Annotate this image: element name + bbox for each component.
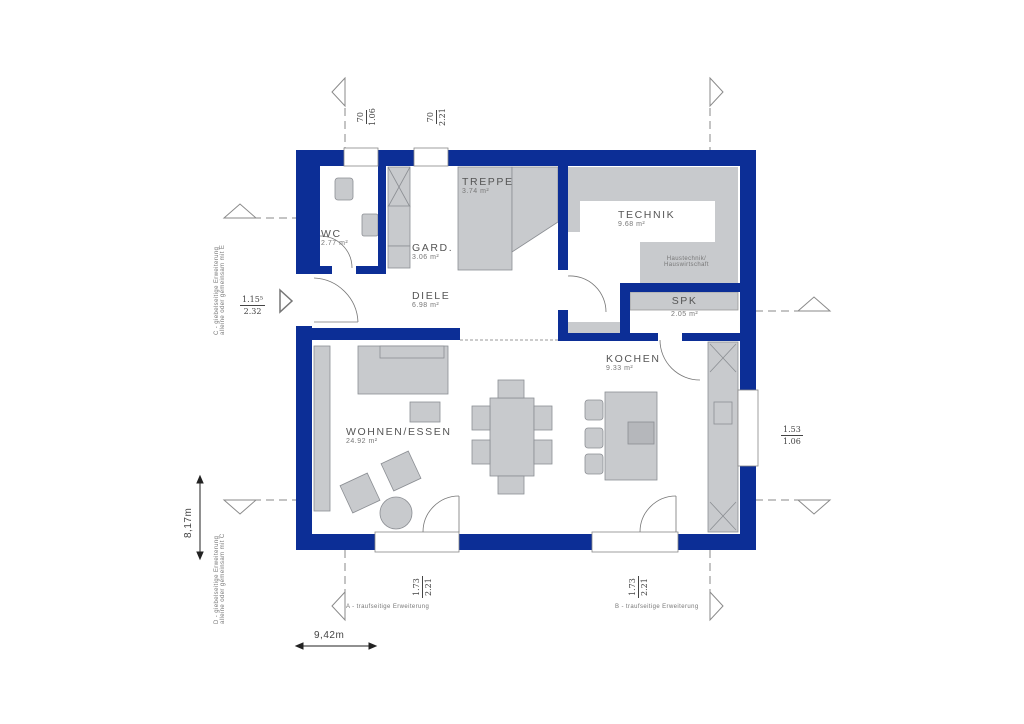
window xyxy=(737,389,759,467)
room-kochen: KOCHEN 9.33 m² xyxy=(606,353,661,372)
section-marker-icon xyxy=(796,296,832,312)
room-name: KOCHEN xyxy=(606,353,661,365)
room-name: TREPPE xyxy=(462,176,514,188)
section-marker-icon xyxy=(709,76,724,108)
section-marker-icon xyxy=(222,203,258,219)
dining-table xyxy=(489,397,535,477)
section-markers xyxy=(222,76,832,622)
room-wohnen-essen: WOHNEN/ESSEN 24.92 m² xyxy=(346,426,452,445)
openings xyxy=(294,147,759,553)
room-name: TECHNIK xyxy=(618,209,676,221)
room-area: 9.33 m² xyxy=(606,365,634,372)
sink xyxy=(713,401,733,425)
section-marker-icon xyxy=(222,499,258,515)
bar-stool xyxy=(584,453,604,475)
window xyxy=(343,147,379,167)
window xyxy=(591,531,679,553)
coffee-table xyxy=(409,401,441,423)
side-table xyxy=(379,496,413,530)
extension-note-a: A - traufseitige Erweiterung xyxy=(346,604,430,610)
room-technik: TECHNIK 9.68 m² xyxy=(618,209,675,228)
room-name: GARD. xyxy=(412,242,454,254)
toilet xyxy=(334,177,354,201)
room-name: WOHNEN/ESSEN xyxy=(346,426,452,438)
overall-width-label: 9,42m xyxy=(314,630,345,641)
entrance-door xyxy=(294,274,314,326)
room-area: 2.77 m² xyxy=(321,240,349,247)
washbasin xyxy=(361,213,379,237)
room-name: DIELE xyxy=(412,290,451,302)
room-diele: DIELE 6.98 m² xyxy=(412,290,450,309)
room-area: 2.05 m² xyxy=(671,311,699,318)
bar-stool xyxy=(584,427,604,449)
technik-utility-area xyxy=(568,167,738,283)
room-gard: GARD. 3.06 m² xyxy=(412,242,453,261)
door-swings xyxy=(313,235,701,533)
staircase xyxy=(457,166,513,271)
extension-note-c: C - giebelseitige Erweiterung alleine od… xyxy=(214,244,226,335)
furniture xyxy=(313,166,739,533)
section-marker-icon xyxy=(709,590,724,622)
extension-note-d: D - giebelseitige Erweiterung alleine od… xyxy=(214,533,226,624)
room-area: 3.06 m² xyxy=(412,254,440,261)
section-marker-icon xyxy=(331,590,346,622)
room-area: 3.74 m² xyxy=(462,188,490,195)
extension-note-b: B - traufseitige Erweiterung xyxy=(615,604,699,610)
armchair xyxy=(339,472,381,514)
room-spk: SPK 2.05 m² xyxy=(671,295,698,318)
sideboard xyxy=(313,345,331,512)
entrance-marker-icon xyxy=(279,288,294,314)
room-name: SPK xyxy=(671,295,698,307)
technik-note: Haustechnik/ Hauswirtschaft xyxy=(664,256,709,268)
section-marker-icon xyxy=(331,76,346,108)
section-marker-icon xyxy=(796,499,832,515)
armchair xyxy=(380,450,422,492)
cooktop xyxy=(627,421,655,445)
room-name: WC xyxy=(321,228,342,240)
window xyxy=(413,147,449,167)
kitchen-counter xyxy=(707,341,739,533)
room-area: 6.98 m² xyxy=(412,302,440,309)
room-wc: WC 2.77 m² xyxy=(321,228,348,247)
overall-depth-label: 8,17m xyxy=(183,507,194,538)
bar-stool xyxy=(584,399,604,421)
room-treppe: TREPPE 3.74 m² xyxy=(462,176,514,195)
window xyxy=(374,531,460,553)
room-area: 9.68 m² xyxy=(618,221,646,228)
dimension-arrows xyxy=(196,474,378,650)
room-area: 24.92 m² xyxy=(346,438,378,445)
